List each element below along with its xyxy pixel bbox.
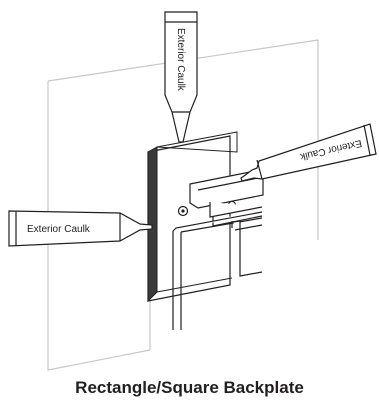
figure-caption: Rectangle/Square Backplate bbox=[75, 378, 304, 397]
caulk-tube-left: Exterior Caulk bbox=[8, 210, 153, 247]
caulk-tube-right: Exterior Caulk bbox=[240, 123, 377, 182]
caulk-label-top: Exterior Caulk bbox=[175, 28, 186, 92]
caulk-label-left: Exterior Caulk bbox=[27, 224, 91, 235]
wall-panel bbox=[47, 39, 319, 371]
backplate bbox=[147, 131, 238, 303]
caulk-tube-top: Exterior Caulk bbox=[164, 11, 198, 143]
